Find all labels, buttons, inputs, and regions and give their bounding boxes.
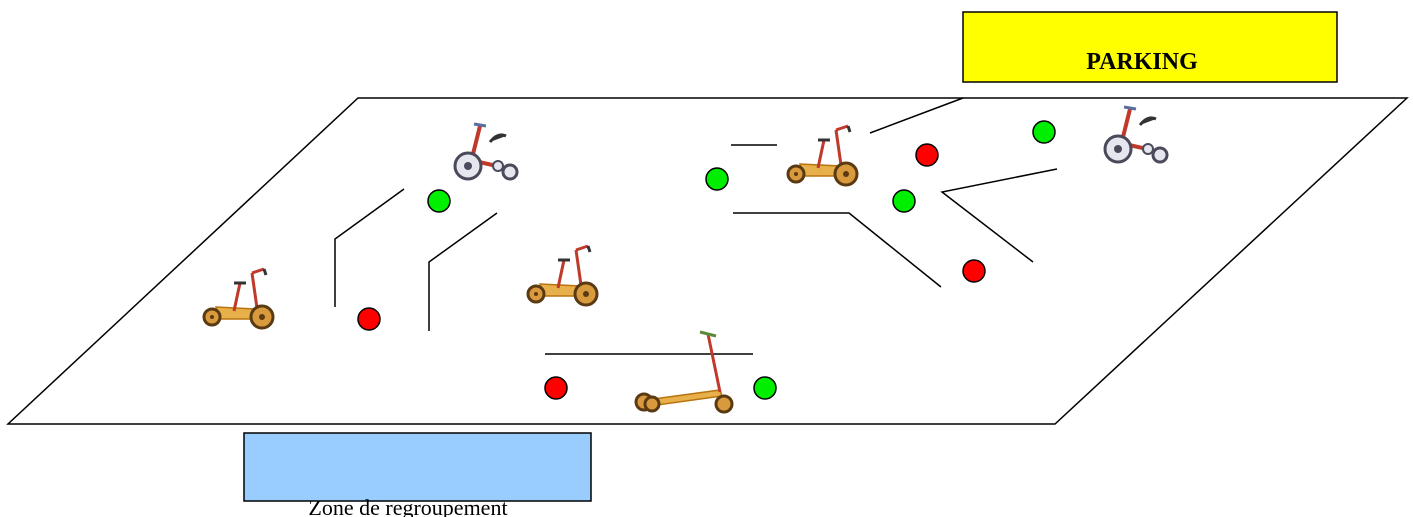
course-lines <box>334 97 1058 355</box>
markers <box>357 120 1056 400</box>
green-marker <box>892 189 916 213</box>
playground-outline <box>6 97 1409 425</box>
red-marker <box>544 376 568 400</box>
gathering-zone-label: Zone de regroupement <box>308 495 507 517</box>
red-marker <box>962 259 986 283</box>
parking-area <box>962 11 1338 83</box>
green-marker <box>1032 120 1056 144</box>
tricycle-icon <box>526 244 599 307</box>
gathering-zone <box>243 432 592 502</box>
tricycle-icon <box>202 267 275 330</box>
green-marker <box>705 167 729 191</box>
red-marker <box>357 307 381 331</box>
green-marker <box>427 189 451 213</box>
tricycle-icon <box>453 122 519 181</box>
green-marker <box>753 376 777 400</box>
scooter-icon <box>634 330 734 414</box>
red-marker <box>915 143 939 167</box>
parking-label: PARKING <box>1086 49 1198 75</box>
tricycle-icon <box>786 124 859 187</box>
tricycle-icon <box>1103 105 1169 164</box>
